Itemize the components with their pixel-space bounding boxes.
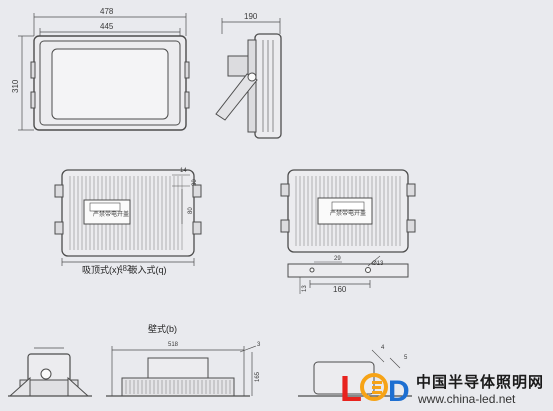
caption-ceiling-mount: 吸顶式(x)、嵌入式(q) [82, 265, 167, 275]
dim-side-depth: 190 [244, 12, 258, 21]
dim-bracket-low: 80 [188, 207, 194, 214]
watermark: L D 中国半导体照明网 www.china-led.net [338, 366, 553, 411]
dim-hole-diameter: Ø13 [372, 261, 384, 267]
nameplate-right: 严禁带电开盖 [330, 211, 367, 217]
wall-side-view [8, 347, 92, 397]
dim-bracket-top: 14 [180, 168, 187, 174]
callout-3: 3 [257, 342, 261, 348]
dim-bracket-mid: 30 [192, 179, 198, 186]
dim-front-width-inner: 445 [100, 22, 114, 31]
bottom-view-right [280, 169, 416, 294]
caption-wall-mount: 壁式(b) [148, 324, 177, 334]
dim-base-width: 160 [333, 285, 347, 294]
wall-front-view [106, 345, 257, 397]
nameplate-left: 严禁带电开盖 [93, 212, 130, 218]
bottom-view-left [54, 169, 202, 266]
dim-slot-width: 29 [334, 256, 341, 262]
dim-front-width-outer: 478 [100, 7, 114, 16]
watermark-site-name: 中国半导体照明网 [416, 374, 545, 391]
side-view [215, 18, 282, 139]
watermark-url: www.china-led.net [418, 392, 516, 406]
wall-third-view [298, 349, 412, 397]
svg-text:D: D [388, 375, 410, 406]
dim-wall-width: 518 [168, 342, 179, 348]
svg-text:L: L [340, 368, 362, 406]
callout-4: 4 [381, 345, 385, 351]
dim-wall-height: 165 [255, 371, 261, 382]
dim-base-height: 13 [302, 285, 308, 292]
dim-bottom-width: 482 [118, 264, 132, 273]
callout-5: 5 [404, 355, 408, 361]
front-view [18, 13, 190, 131]
dim-front-height: 310 [11, 79, 20, 93]
led-logo: L D [340, 368, 410, 406]
